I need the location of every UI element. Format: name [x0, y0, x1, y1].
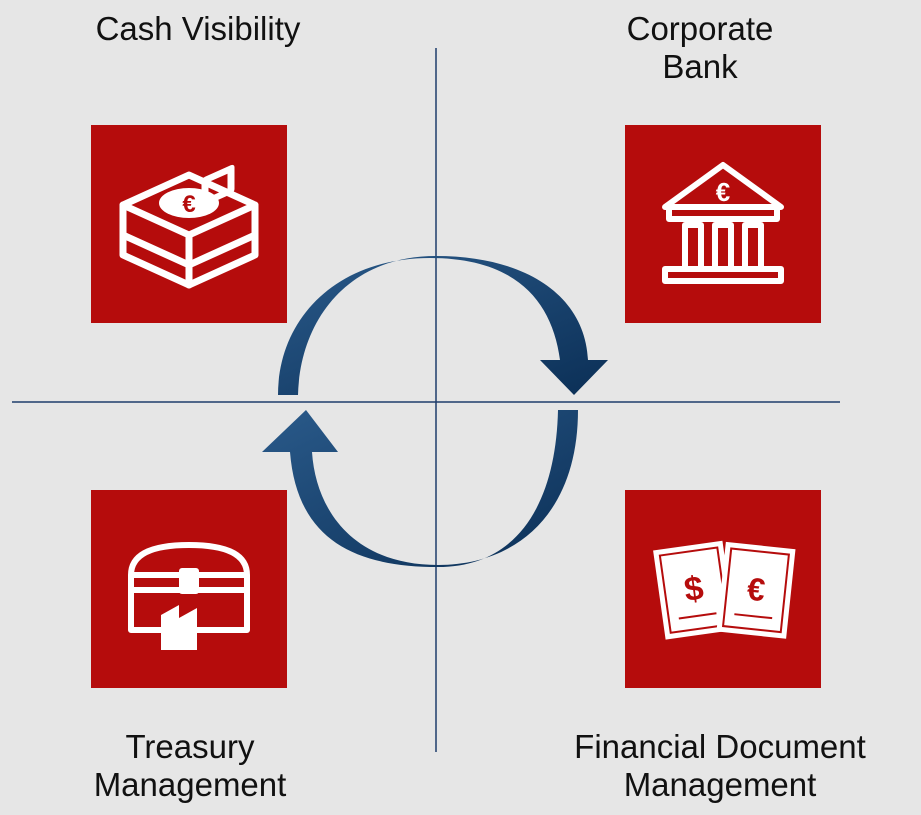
bank-euro-icon: € [662, 162, 784, 284]
cycle-arrow-upper [278, 256, 608, 395]
currency-documents-icon: $ € [653, 540, 796, 640]
label-corporate-bank: Corporate Bank [626, 10, 774, 85]
svg-text:€: € [716, 177, 730, 207]
svg-text:€: € [182, 191, 195, 218]
label-financial-document-management: Financial Document Management [574, 728, 866, 803]
tile-corporate-bank: € [625, 125, 821, 323]
svg-text:€: € [745, 570, 767, 608]
cycle-arrow-lower [262, 410, 578, 567]
label-cash-visibility: Cash Visibility [95, 10, 301, 47]
treasure-chest-factory-icon [128, 542, 250, 650]
tile-financial-document-management: $ € [625, 490, 821, 688]
tile-cash-visibility: € [91, 125, 287, 323]
label-treasury-management: Treasury Management [93, 728, 287, 803]
tile-treasury-management [91, 490, 287, 688]
money-chest-euro-icon: € [119, 164, 259, 289]
